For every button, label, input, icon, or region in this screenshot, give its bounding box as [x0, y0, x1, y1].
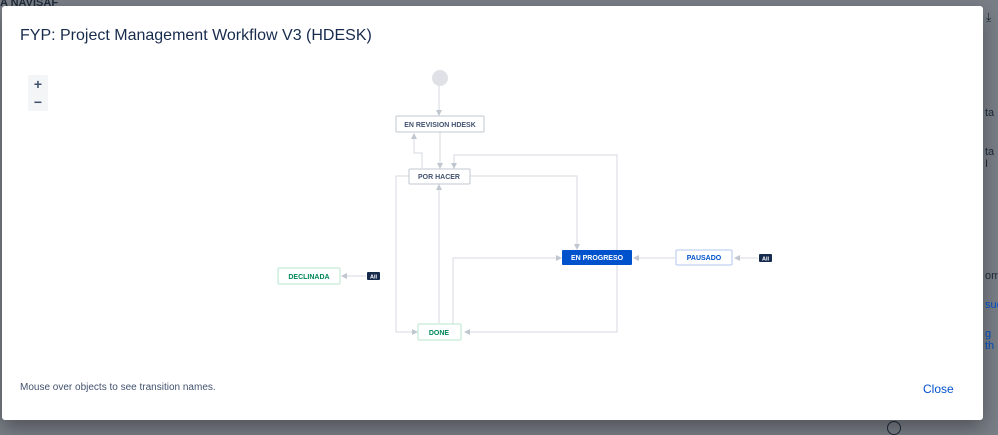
backdrop-fragment: g th [985, 328, 995, 352]
download-icon[interactable]: ⤓ [986, 10, 992, 24]
status-label: DONE [429, 330, 450, 337]
backdrop-fragment: ta [985, 107, 995, 119]
all-badge-pausado: All [759, 254, 772, 263]
backdrop-fragment: sue [985, 299, 998, 311]
status-label: DECLINADA [288, 274, 329, 281]
all-badge-label: All [762, 257, 770, 263]
status-label: EN REVISION HDESK [404, 122, 476, 129]
status-por-hacer[interactable]: POR HACER [408, 168, 471, 185]
status-done[interactable]: DONE [417, 323, 462, 341]
dialog-title: FYP: Project Management Workflow V3 (HDE… [20, 27, 372, 44]
help-icon[interactable] [887, 421, 901, 435]
status-label: EN PROGRESO [571, 255, 624, 262]
workflow-dialog: FYP: Project Management Workflow V3 (HDE… [2, 6, 983, 420]
start-node [432, 70, 448, 86]
zoom-in-button[interactable]: + [33, 76, 43, 92]
all-badge-label: All [370, 275, 378, 281]
all-badge-declinada: All [367, 272, 380, 281]
close-button[interactable]: Close [923, 382, 954, 396]
backdrop-fragment: ta I [985, 146, 995, 170]
zoom-controls: + − [28, 75, 48, 111]
status-declinada[interactable]: DECLINADA [277, 267, 341, 285]
status-en-revision-hdesk[interactable]: EN REVISION HDESK [395, 115, 485, 133]
status-pausado[interactable]: PAUSADO [675, 249, 733, 266]
transition-hint: Mouse over objects to see transition nam… [20, 382, 216, 393]
workflow-diagram: EN REVISION HDESK POR HACER EN PROGRESO … [277, 70, 772, 341]
backdrop-fragment: om [985, 270, 998, 282]
status-label: PAUSADO [687, 255, 722, 262]
backdrop-header-label: A NAVISAF [0, 0, 59, 9]
status-en-progreso[interactable]: EN PROGRESO [562, 250, 632, 265]
zoom-out-button[interactable]: − [33, 94, 43, 110]
status-label: POR HACER [418, 174, 460, 181]
